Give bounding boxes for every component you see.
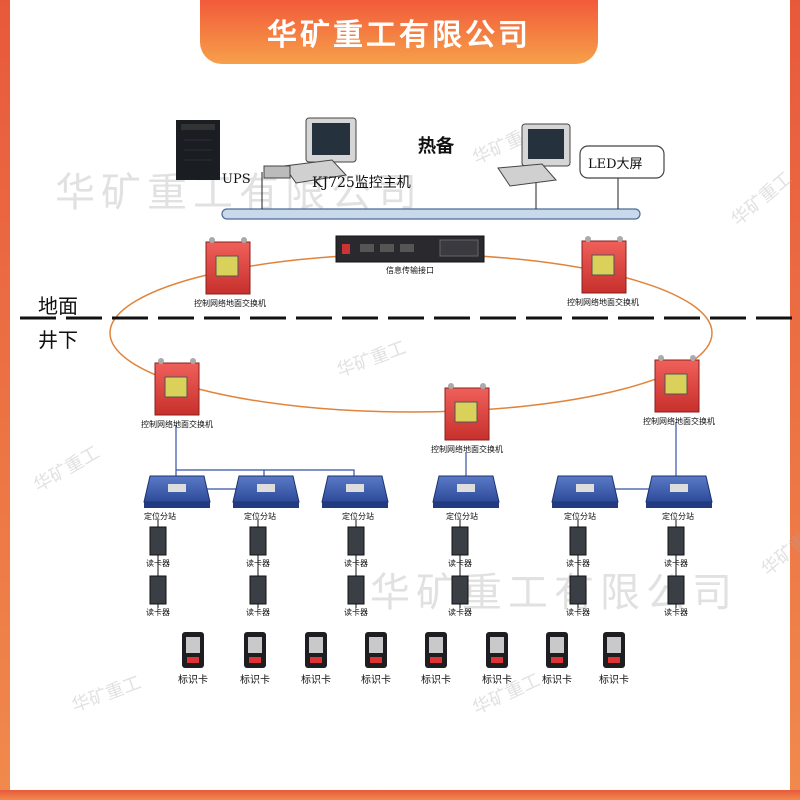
- hot-standby-label: 热备: [418, 136, 454, 157]
- ground-label: 地面: [38, 294, 78, 318]
- reader-label-3b: 读卡器: [344, 608, 368, 617]
- ups-label: UPS: [222, 172, 251, 187]
- interface-label: 信息传输接口: [386, 266, 434, 275]
- substation-label-6: 定位分站: [662, 512, 694, 521]
- company-title: 华矿重工有限公司: [267, 18, 531, 53]
- underground-switch-right: [654, 355, 700, 413]
- standby-computer-icon: [497, 123, 571, 187]
- led-screen-box: [579, 145, 665, 179]
- reader-label-2b: 读卡器: [246, 608, 270, 617]
- substation-label-5: 定位分站: [564, 512, 596, 521]
- reader-label-4b: 读卡器: [448, 608, 472, 617]
- title-banner: 华矿重工有限公司: [200, 0, 598, 64]
- switch-label-1: 控制网络地面交换机: [194, 299, 266, 308]
- substation-3: [321, 475, 389, 508]
- substation-label-1: 定位分站: [144, 512, 176, 521]
- card-label-8: 标识卡: [599, 675, 629, 686]
- card-label-7: 标识卡: [542, 675, 572, 686]
- monitor-host-computer-icon: [263, 117, 357, 184]
- substation-4: [432, 475, 500, 508]
- substation-6: [645, 475, 713, 508]
- underground-switch-left: [154, 358, 200, 416]
- substation-2: [232, 475, 300, 508]
- card-label-2: 标识卡: [240, 675, 270, 686]
- ups-server-icon: [176, 120, 220, 180]
- switch-label-4: 控制网络地面交换机: [431, 445, 503, 454]
- right-border: [790, 0, 800, 800]
- left-border: [0, 0, 10, 800]
- card-readers: [149, 520, 685, 608]
- reader-label-1a: 读卡器: [146, 559, 170, 568]
- switch-label-5: 控制网络地面交换机: [643, 417, 715, 426]
- substation-5: [551, 475, 619, 508]
- reader-label-2a: 读卡器: [246, 559, 270, 568]
- substation-label-4: 定位分站: [446, 512, 478, 521]
- ethernet-bus: [221, 208, 641, 220]
- substation-label-2: 定位分站: [244, 512, 276, 521]
- reader-label-5a: 读卡器: [566, 559, 590, 568]
- reader-label-4a: 读卡器: [448, 559, 472, 568]
- switch-label-3: 控制网络地面交换机: [141, 420, 213, 429]
- reader-label-6b: 读卡器: [664, 608, 688, 617]
- card-label-3: 标识卡: [301, 675, 331, 686]
- substation-label-3: 定位分站: [342, 512, 374, 521]
- surface-switch-left: [205, 237, 251, 295]
- reader-label-6a: 读卡器: [664, 559, 688, 568]
- card-label-4: 标识卡: [361, 675, 391, 686]
- id-cards: [182, 632, 625, 668]
- watermark-top: 华矿重工有限公司: [55, 170, 423, 216]
- underground-switch-center: [444, 383, 490, 441]
- reader-label-3a: 读卡器: [344, 559, 368, 568]
- host-label: KJ725监控主机: [312, 175, 411, 191]
- reader-label-1b: 读卡器: [146, 608, 170, 617]
- reader-label-5b: 读卡器: [566, 608, 590, 617]
- bottom-border: [0, 790, 800, 800]
- surface-switch-right: [581, 236, 627, 294]
- led-label: LED大屏: [588, 157, 643, 172]
- card-label-5: 标识卡: [421, 675, 451, 686]
- substation-1: [143, 475, 211, 508]
- transmission-interface-icon: [335, 235, 485, 263]
- switch-label-2: 控制网络地面交换机: [567, 298, 639, 307]
- underground-label: 井下: [38, 328, 78, 352]
- card-label-1: 标识卡: [178, 675, 208, 686]
- card-label-6: 标识卡: [482, 675, 512, 686]
